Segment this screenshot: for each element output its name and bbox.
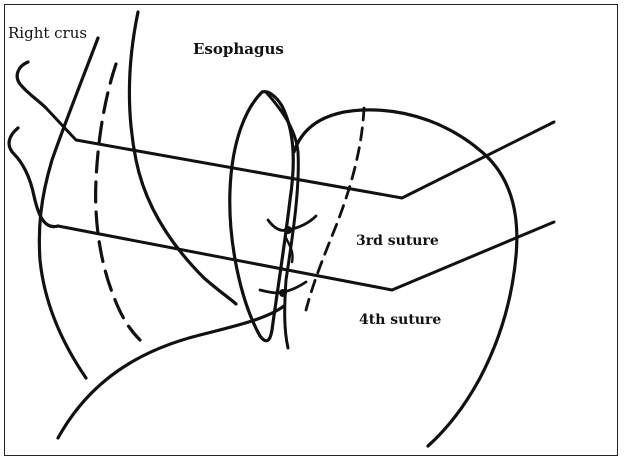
- fourth-suture-label: 4th suture: [359, 313, 441, 327]
- bottom-sweep-curve: [58, 306, 284, 438]
- right-crus-label: Right crus: [8, 26, 87, 41]
- crus-hook-upper: [17, 62, 46, 108]
- suture-3-leader-line: [46, 108, 554, 198]
- suture-4-leader-line: [58, 222, 554, 290]
- third-suture-label: 3rd suture: [356, 234, 439, 248]
- right-crus-outer-line: [39, 38, 98, 378]
- crus-dashed-line: [96, 64, 140, 340]
- suture-4-knot: [279, 289, 287, 297]
- esophagus-right-wall: [266, 92, 298, 348]
- suture-3-stitch: [268, 216, 316, 231]
- esophagus-label: Esophagus: [193, 42, 284, 57]
- crus-hook-lower: [9, 128, 58, 227]
- suture-3-knot: [284, 226, 292, 234]
